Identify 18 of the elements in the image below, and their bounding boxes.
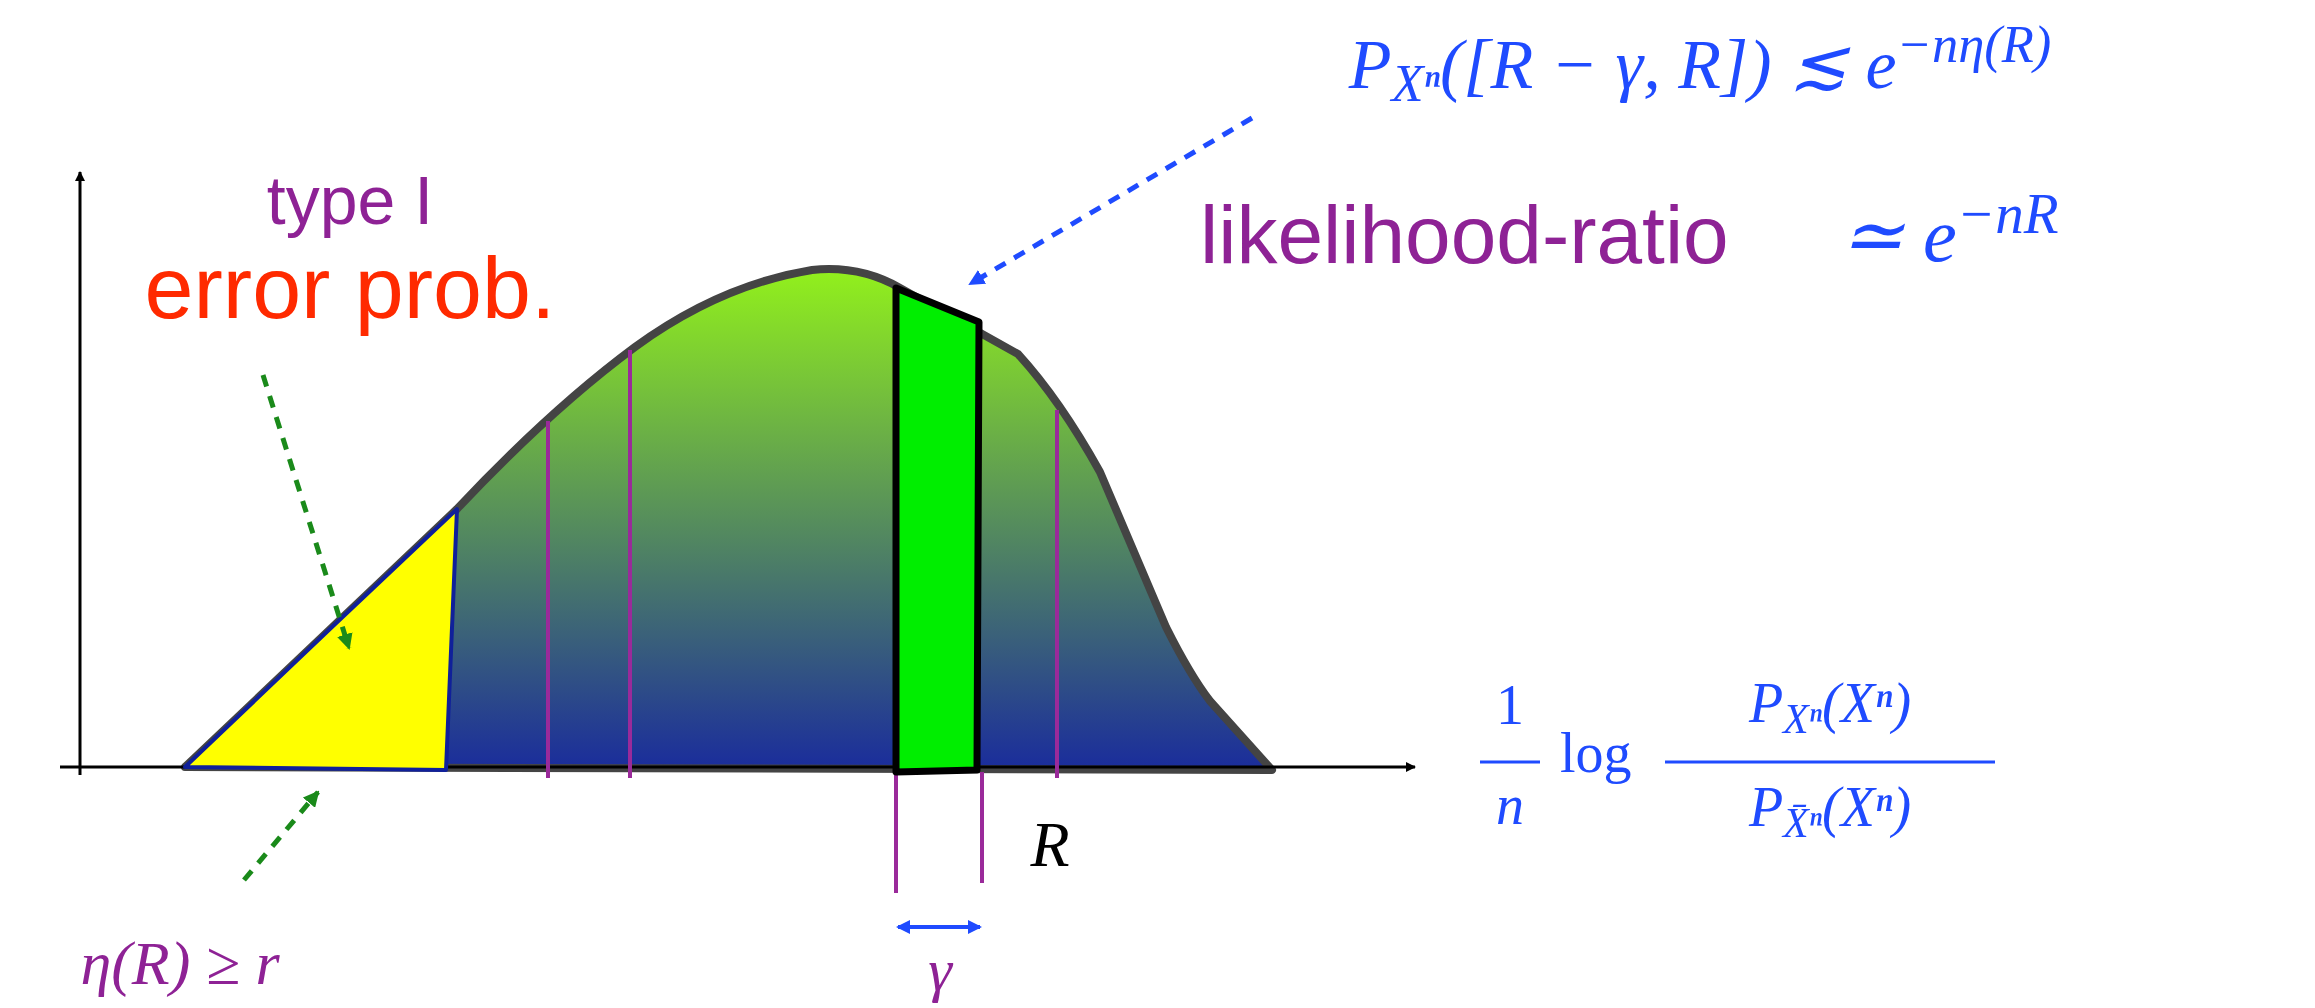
dashed-arrow <box>968 115 1254 287</box>
annotation-text: error prob. <box>144 240 556 336</box>
shaded-region <box>183 507 459 772</box>
numerator-label: P$_{Xⁿ}$(Xⁿ) <box>1747 671 1913 738</box>
highlighted-bar <box>892 284 983 776</box>
dashed-arrow <box>260 374 353 650</box>
formula-label: P$_{Xⁿ}$([R − γ, R]) ≲ e$^{−nη(R)}$ <box>1100 20 2300 110</box>
dashed-arrow <box>242 790 320 882</box>
annotation-text: type I <box>266 161 434 240</box>
denominator-label: P$_{X̄ⁿ}$(Xⁿ) <box>1747 775 1913 842</box>
axis-value-label: R <box>1029 808 1071 882</box>
label-text: likelihood-ratio <box>1200 188 1730 282</box>
width-label: γ <box>927 936 955 1005</box>
formula-label: η(R) ≥ r <box>0 925 360 1001</box>
formula-label: ≃ e$^{−nR}$ <box>1840 180 2060 279</box>
numerator-label: 1 <box>1495 673 1525 738</box>
denominator-label: n <box>1495 773 1525 838</box>
log-label: log <box>1560 721 1633 786</box>
